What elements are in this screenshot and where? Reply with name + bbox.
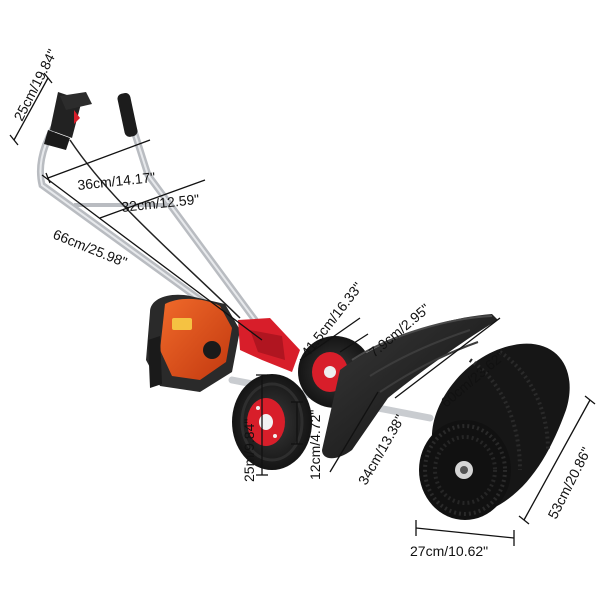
handle-height-label: 25cm/19.84" [10, 46, 60, 123]
dimension-lines [9, 72, 596, 546]
brush-height-label: 53cm/20.86" [544, 444, 594, 521]
right-handle-tube [124, 108, 259, 324]
front-wheel [232, 374, 312, 470]
handle-width-inner-label: 32cm/12.59" [121, 191, 200, 215]
throttle-grip [44, 92, 92, 150]
handle-length-label: 66cm/25.98" [51, 226, 129, 270]
handle-assembly [36, 92, 259, 324]
right-grip [117, 92, 138, 137]
sweeper-brush [419, 343, 570, 520]
engine [146, 294, 240, 392]
wheel-diameter-label: 25m/9.84" [241, 419, 257, 482]
handle-width-outer-label: 36cm/14.17" [77, 169, 156, 193]
brush-width-label: 27cm/10.62" [410, 543, 488, 559]
brush-shield [322, 314, 498, 459]
hub-diameter-label: 12cm/4.72" [307, 410, 323, 480]
